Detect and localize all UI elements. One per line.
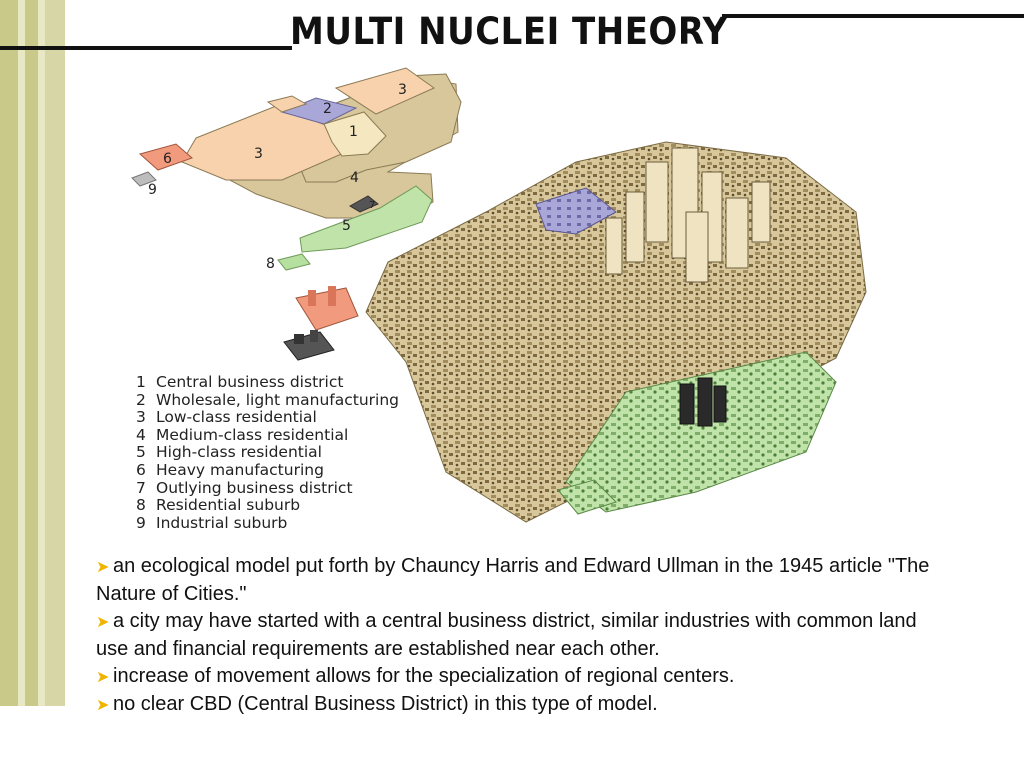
zone-map: 1 2 3 3 4 5 6 7 8 9 [131,67,462,272]
heavy-mfg-3d [295,287,359,331]
industrial-3d [283,331,335,361]
map-label-7: 7 [369,200,375,211]
arrow-bullet-icon: ➤ [96,697,110,714]
stripe [45,0,65,706]
cbd-towers [605,147,771,283]
zone-6-heavy-mfg [138,143,193,171]
zone-8-residential-suburb [277,253,311,271]
title-rule-right [722,14,1024,18]
decorative-stripes [0,0,66,706]
bullet-list: ➤an ecological model put forth by Chaunc… [96,553,1024,719]
zone-5-high-class [299,185,433,253]
map-label-3-top: 3 [398,82,407,98]
map-label-2: 2 [323,101,332,117]
zone-7-outlying-business [349,195,379,213]
page-title: MULTI NUCLEI THEORY [290,10,728,54]
map-label-9: 9 [148,182,157,198]
bullet-continuation: Nature of Cities." [96,583,247,605]
bullet-item: ➤an ecological model put forth by Chaunc… [96,553,1024,581]
arrow-bullet-icon: ➤ [96,559,110,576]
title-rule-left [0,46,292,50]
zone-3-low-class-top [334,67,435,115]
map-label-8: 8 [266,256,275,272]
arrow-bullet-icon: ➤ [96,614,110,631]
bullet-item: ➤a city may have started with a central … [96,608,1024,636]
stripe [25,0,38,706]
suburb-patch-3d [557,479,617,515]
zone-1-cbd [323,111,387,157]
city-3d [283,141,867,523]
map-label-6: 6 [163,151,172,167]
map-label-4: 4 [350,170,359,186]
outlying-towers [679,377,727,427]
map-label-1: 1 [349,124,358,140]
bullet-continuation: use and financial requirements are estab… [96,638,660,660]
bullet-item: ➤increase of movement allows for the spe… [96,663,1024,691]
wholesale-area-3d [535,187,617,235]
arrow-bullet-icon: ➤ [96,669,110,686]
stripe [18,0,25,706]
bullet-item: ➤no clear CBD (Central Business District… [96,691,1024,719]
map-label-3-left: 3 [254,146,263,162]
zone-9-industrial-suburb [131,171,157,187]
zone-2-cap [266,95,308,113]
city-model-illustration: 1 2 3 3 4 5 6 7 8 9 [131,67,867,523]
stripe [38,0,45,706]
stripe [0,0,18,706]
map-label-5: 5 [342,218,351,234]
multi-nuclei-figure: 1 2 3 3 4 5 6 7 8 9 [106,62,876,532]
